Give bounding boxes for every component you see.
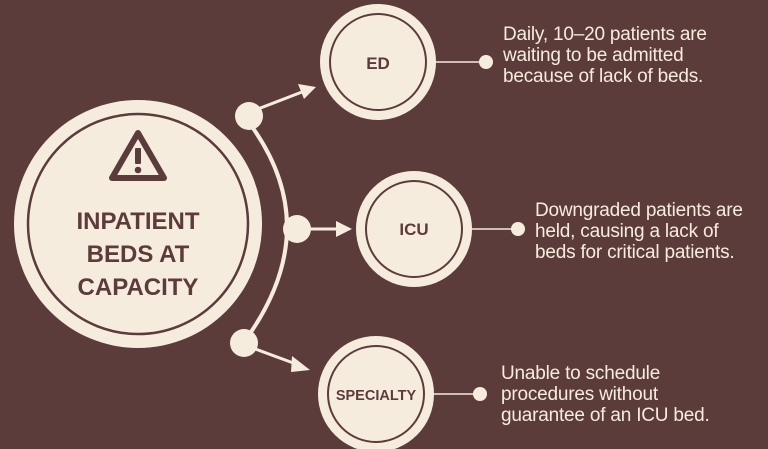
description-ed-line-3: because of lack of beds. [503, 66, 704, 87]
node-icu-label: ICU [399, 220, 428, 239]
description-specialty-line-2: procedures without [501, 384, 658, 405]
center-node: INPATIENT BEDS AT CAPACITY [14, 100, 262, 348]
description-ed-line-1: Daily, 10–20 patients are [503, 24, 707, 45]
connector-ed-description [436, 55, 493, 69]
description-specialty-line-1: Unable to schedule [501, 363, 661, 384]
center-title-line-2: BEDS AT [87, 241, 190, 268]
description-icu-line-3: beds for critical patients. [535, 242, 735, 263]
description-ed: Daily, 10–20 patients are waiting to be … [503, 24, 707, 87]
arrow-to-specialty [249, 345, 310, 372]
node-icu: ICU [356, 171, 472, 287]
center-title-line-3: CAPACITY [78, 274, 199, 301]
center-title-line-1: INPATIENT [76, 208, 199, 235]
description-ed-line-2: waiting to be admitted [503, 45, 684, 66]
description-icu: Downgraded patients are held, causing a … [535, 200, 743, 263]
description-icu-line-2: held, causing a lack of [535, 221, 719, 242]
node-ed-label: ED [366, 54, 390, 73]
junction-dot-bottom [230, 329, 258, 357]
node-ed: ED [320, 4, 436, 120]
warning-icon [109, 130, 167, 181]
connector-icu-description [472, 222, 525, 236]
node-specialty: SPECIALTY [318, 336, 434, 449]
junction-dot-middle [283, 215, 311, 243]
description-icu-line-1: Downgraded patients are [535, 200, 743, 221]
junction-dot-top [235, 102, 263, 130]
connector-specialty-description [434, 387, 487, 401]
description-specialty: Unable to schedule procedures without gu… [501, 363, 710, 426]
node-specialty-label: SPECIALTY [336, 388, 417, 404]
description-specialty-line-3: guarantee of an ICU bed. [501, 405, 710, 426]
